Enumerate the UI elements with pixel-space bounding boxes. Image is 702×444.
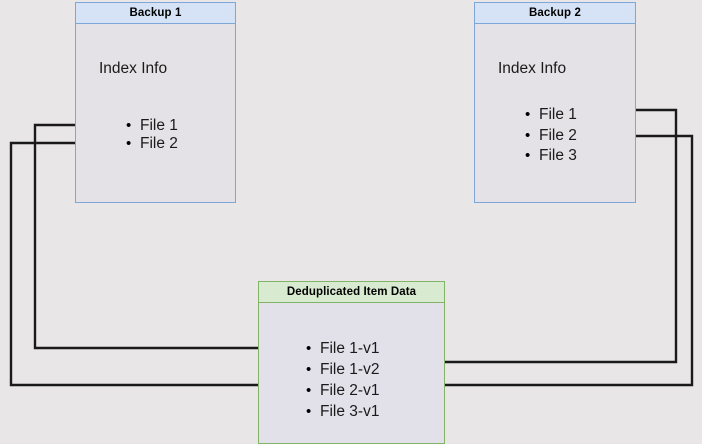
dedup-item-file-3-v1[interactable]: File 3-v1 [306,403,379,421]
node-backup-1-title: Backup 1 [76,3,235,24]
node-backup-1[interactable]: Backup 1 Index Info File 1 File 2 [75,2,236,203]
node-deduplicated-item-data[interactable]: Deduplicated Item Data File 1-v1 File 1-… [258,281,445,444]
backup-2-item-file-1[interactable]: File 1 [525,106,577,124]
node-backup-2-title: Backup 2 [475,3,635,24]
backup-1-index-info-label: Index Info [99,60,168,77]
dedup-item-file-1-v1[interactable]: File 1-v1 [306,340,379,358]
backup-1-item-file-2[interactable]: File 2 [126,135,178,153]
node-deduplicated-item-data-body: File 1-v1 File 1-v2 File 2-v1 File 3-v1 [259,303,444,443]
backup-1-item-file-1[interactable]: File 1 [126,117,178,135]
dedup-item-file-2-v1[interactable]: File 2-v1 [306,382,379,400]
backup-2-item-file-3[interactable]: File 3 [525,147,577,165]
node-deduplicated-item-data-title: Deduplicated Item Data [259,282,444,303]
node-backup-2[interactable]: Backup 2 Index Info File 1 File 2 File 3 [474,2,636,203]
backup-2-item-file-2[interactable]: File 2 [525,127,577,145]
node-backup-2-body: Index Info File 1 File 2 File 3 [475,24,635,202]
node-backup-1-body: Index Info File 1 File 2 [76,24,235,202]
dedup-item-file-1-v2[interactable]: File 1-v2 [306,361,379,379]
backup-2-index-info-label: Index Info [498,60,567,77]
